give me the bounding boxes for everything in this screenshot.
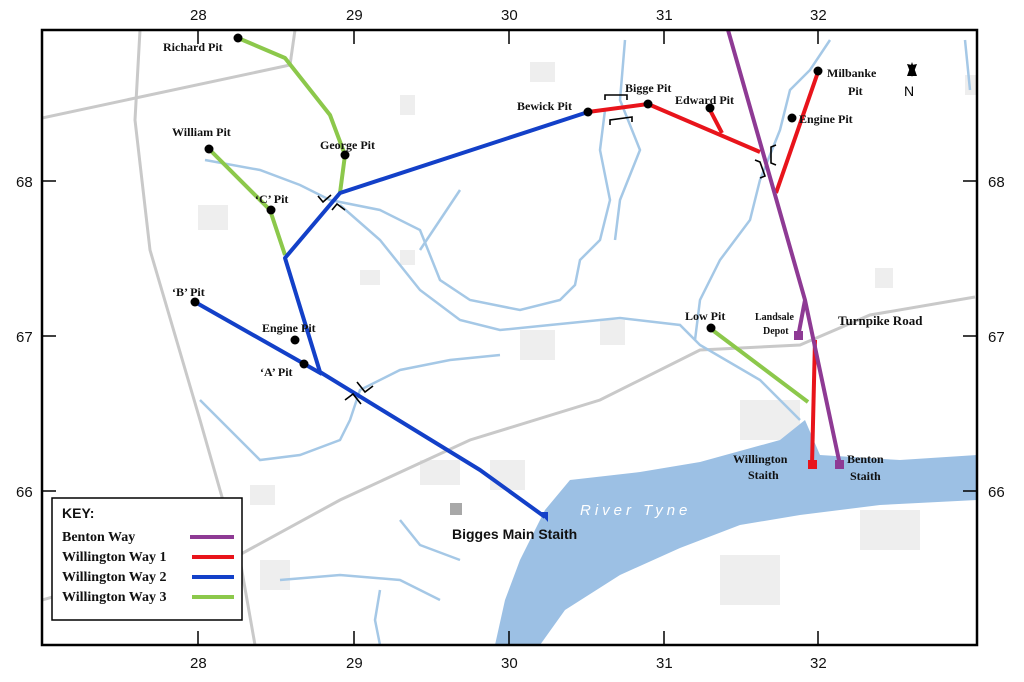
x-tick-top: 30: [501, 7, 518, 24]
label-bigge-pit: Bigge Pit: [625, 81, 671, 95]
label-c-pit: ‘C’ Pit: [255, 192, 288, 206]
x-tick-top: 31: [656, 7, 673, 24]
label-turnpike-road: Turnpike Road: [838, 313, 923, 328]
label-engine-pit-west: Engine Pit: [262, 321, 316, 335]
label-landsale-depot: Landsale: [755, 312, 794, 323]
label-river-tyne: River Tyne: [580, 502, 691, 519]
x-tick-bottom: 29: [346, 655, 363, 672]
benton-way: [539, 30, 844, 522]
label-william-pit: William Pit: [172, 125, 231, 139]
label-george-pit: George Pit: [320, 138, 375, 152]
label-edward-pit: Edward Pit: [675, 93, 734, 107]
label-milbanke-pit: Milbanke: [827, 66, 877, 80]
key-label-willington-way-1: Willington Way 1: [62, 550, 167, 565]
label-richard-pit: Richard Pit: [163, 40, 223, 54]
map-key: KEY: Benton Way Willington Way 1 Willing…: [51, 497, 243, 621]
x-tick-bottom: 31: [656, 655, 673, 672]
y-tick-right: 68: [988, 174, 1005, 191]
river-tyne: [495, 420, 977, 645]
label-benton-staith: Benton: [847, 452, 884, 466]
y-tick-right: 66: [988, 484, 1005, 501]
x-tick-top: 29: [346, 7, 363, 24]
label-engine-pit-east: Engine Pit: [799, 112, 853, 126]
building-marker: [450, 503, 462, 515]
x-tick-top: 28: [190, 7, 207, 24]
y-tick-left: 67: [16, 329, 33, 346]
willington-way-2: [194, 110, 589, 519]
x-axis-ticks: [42, 30, 977, 645]
label-low-pit: Low Pit: [685, 309, 725, 323]
streams: [199, 39, 972, 645]
key-label-benton-way: Benton Way: [62, 530, 135, 545]
bridges: [317, 94, 777, 405]
label-landsale-depot-2: Depot: [763, 326, 789, 337]
label-benton-staith-2: Staith: [850, 469, 881, 483]
north-arrow: N: [904, 62, 917, 99]
north-arrow-icon: [907, 62, 917, 76]
x-tick-top: 32: [810, 7, 827, 24]
label-a-pit: ‘A’ Pit: [260, 365, 293, 379]
key-title: KEY:: [62, 505, 94, 521]
key-label-willington-way-3: Willington Way 3: [62, 590, 167, 605]
y-tick-left: 66: [16, 484, 33, 501]
north-label: N: [904, 83, 914, 99]
label-milbanke-pit-2: Pit: [848, 84, 863, 98]
y-tick-right: 67: [988, 329, 1005, 346]
x-tick-bottom: 30: [501, 655, 518, 672]
key-label-willington-way-2: Willington Way 2: [62, 570, 167, 585]
buildings: [198, 62, 977, 605]
label-b-pit: ‘B’ Pit: [172, 285, 205, 299]
x-tick-bottom: 28: [190, 655, 207, 672]
label-willington-staith: Willington: [733, 452, 788, 466]
x-tick-bottom: 32: [810, 655, 827, 672]
pits: [190, 33, 823, 369]
label-bewick-pit: Bewick Pit: [517, 99, 572, 113]
label-willington-staith-2: Staith: [748, 468, 779, 482]
y-tick-left: 68: [16, 174, 33, 191]
label-bigges-main-staith: Bigges Main Staith: [452, 526, 577, 542]
